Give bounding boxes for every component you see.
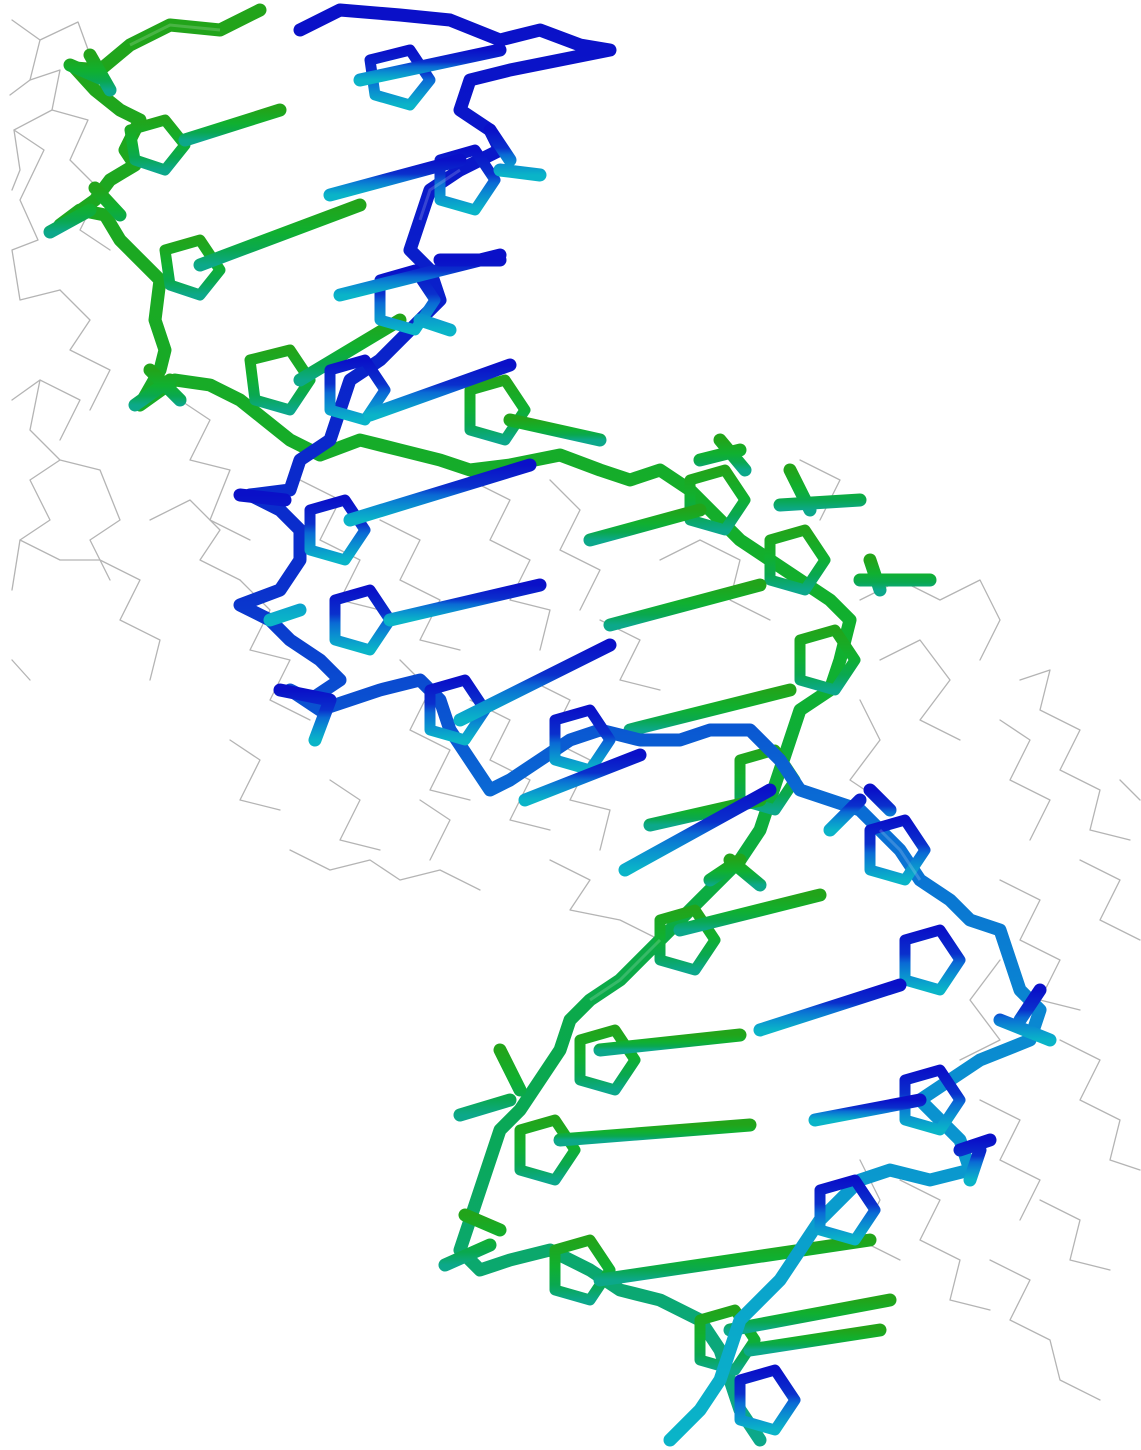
dna-strand-green (43, 3, 937, 1447)
dna-strand-blue (233, 3, 1057, 1447)
render-highlights (129, 23, 922, 1002)
protein-wireframe (9, 19, 1141, 1401)
